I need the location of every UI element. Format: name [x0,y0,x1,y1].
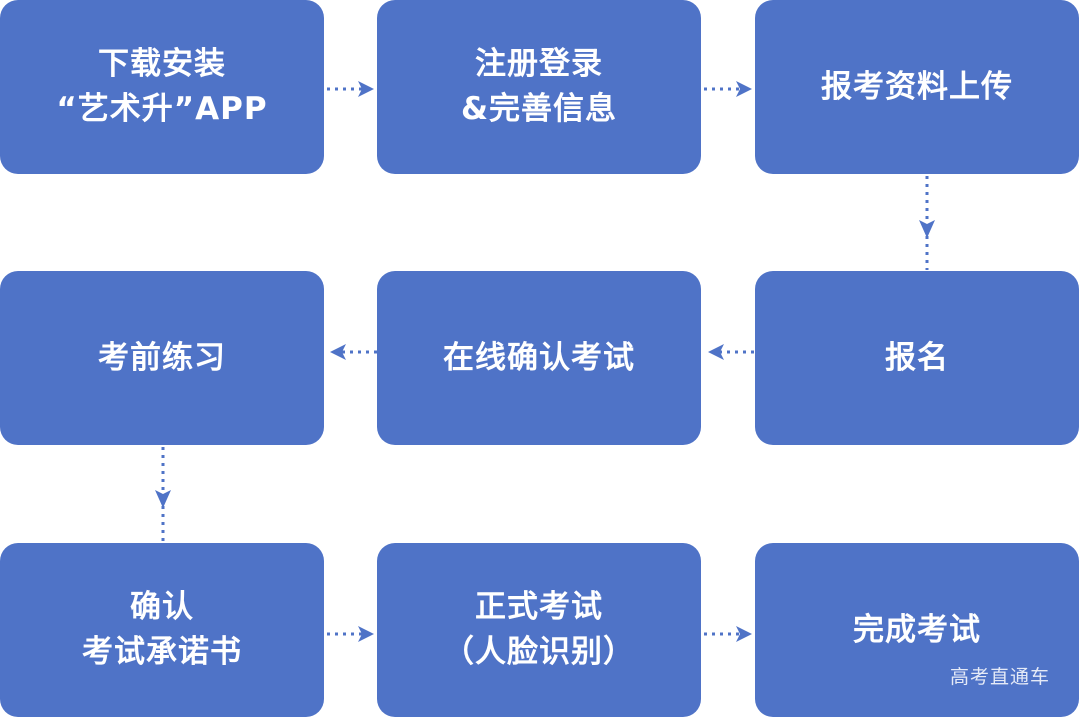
step-label: 下载安装 [98,46,226,83]
step-label: 确认 [130,589,194,626]
watermark-text: 高考直通车 [949,666,1050,688]
step-label: 报名 [885,339,949,376]
step-label: 在线确认考试 [443,339,635,376]
arrow-head-down-icon [155,490,171,508]
arrow-head-right-icon [736,626,752,642]
step-label: &完善信息 [460,91,618,127]
arrow-head-right-icon [736,81,752,97]
step-upload-materials: 报考资料上传 [755,0,1079,174]
arrow-head-down-icon [919,220,935,238]
step-label: “艺术升”APP [56,91,268,127]
step-practice: 考前练习 [0,271,324,445]
step-signup: 报名 [755,271,1079,445]
step-formal-exam: 正式考试 （人脸识别） [377,543,701,717]
arrow-head-left-icon [708,344,724,360]
step-complete-exam: 完成考试 [755,543,1079,717]
step-download-app: 下载安装 “艺术升”APP [0,0,324,174]
arrow-head-left-icon [330,344,346,360]
step-label: （人脸识别） [443,634,635,670]
step-confirm-pledge: 确认 考试承诺书 [0,543,324,717]
step-register-login: 注册登录 &完善信息 [377,0,701,174]
arrow-head-right-icon [358,81,374,97]
arrow-head-right-icon [358,626,374,642]
step-label: 注册登录 [474,46,603,83]
step-label: 考试承诺书 [82,634,242,670]
step-confirm-online: 在线确认考试 [377,271,701,445]
step-label: 完成考试 [853,611,981,648]
step-label: 报考资料上传 [821,68,1013,105]
step-label: 考前练习 [98,339,226,376]
step-label: 正式考试 [475,589,603,626]
